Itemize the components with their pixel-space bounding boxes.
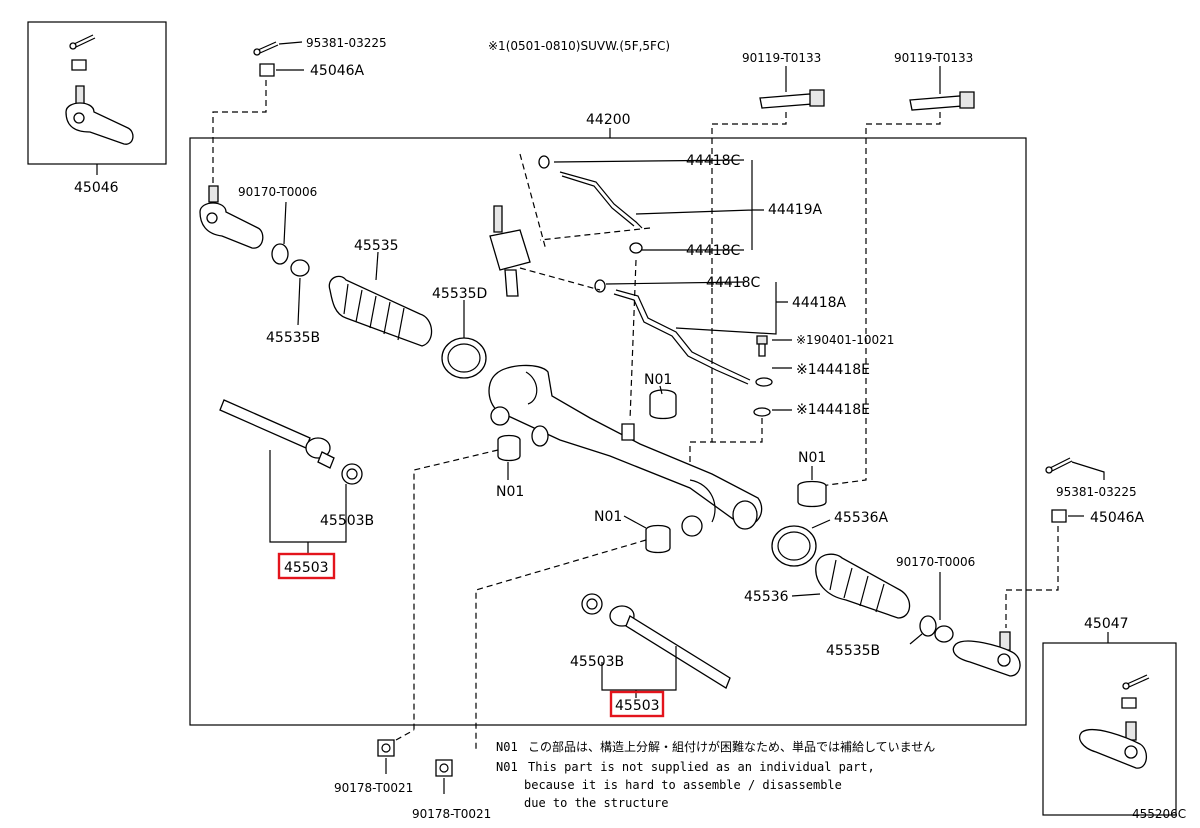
label-45046A-right: 45046A [1090, 510, 1145, 526]
label-45535B-left: 45535B [266, 330, 320, 346]
note-en-line1: This part is not supplied as an individu… [528, 760, 875, 774]
label-44418C-3: 44418C [706, 275, 761, 291]
label-45535B-right: 45535B [826, 643, 880, 659]
cotter-pin-nut-top-left [212, 41, 304, 190]
assembly-frame-44200 [189, 137, 1027, 726]
nuts-90178 [377, 729, 453, 794]
note-en-code: N01 [496, 760, 518, 774]
label-90119-a: 90119-T0133 [742, 51, 821, 65]
label-N01-a: N01 [644, 372, 672, 388]
bushings-N01 [413, 385, 827, 750]
inset-box-45046 [27, 21, 167, 165]
label-45503-right: 45503 [615, 698, 660, 714]
boot-45536-and-band [771, 519, 954, 645]
steering-rack-housing [488, 205, 763, 537]
label-90178-a: 90178-T0021 [334, 781, 413, 795]
label-45535: 45535 [354, 238, 399, 254]
cotter-pin-nut-right [1005, 457, 1105, 628]
label-45046: 45046 [74, 180, 119, 196]
label-44418C-2: 44418C [686, 243, 741, 259]
label-45047: 45047 [1084, 616, 1129, 632]
clip-parts-left [271, 201, 310, 326]
label-90119-b: 90119-T0133 [894, 51, 973, 65]
label-45536: 45536 [744, 589, 789, 605]
bolt-washers-※1 [712, 335, 792, 443]
label-45503-left: 45503 [284, 560, 329, 576]
inner-tie-rod-right [581, 593, 731, 698]
label-90170-left: 90170-T0006 [238, 185, 317, 199]
diagram-code: 455206C [1132, 807, 1186, 821]
label-N01-b: N01 [496, 484, 524, 500]
label-95381-top: 95381-03225 [306, 36, 387, 50]
tie-rod-end-left [199, 185, 264, 249]
label-44200: 44200 [586, 112, 631, 128]
label-95381-right: 95381-03225 [1056, 485, 1137, 499]
note-en-line3: due to the structure [524, 796, 669, 810]
label-44418A: 44418A [792, 295, 847, 311]
label-90401: ※190401-10021 [796, 333, 894, 347]
label-45046A-top: 45046A [310, 63, 365, 79]
label-44418E-2: ※144418E [796, 402, 870, 418]
label-44418E-1: ※144418E [796, 362, 870, 378]
label-90178-b: 90178-T0021 [412, 807, 491, 821]
label-N01-c: N01 [594, 509, 622, 525]
label-45535D: 45535D [432, 286, 487, 302]
leader-lines [96, 128, 1109, 643]
label-45503B-left: 45503B [320, 513, 374, 529]
inner-tie-rod-left [219, 399, 363, 554]
label-45536A: 45536A [834, 510, 889, 526]
tie-rod-end-right [952, 631, 1021, 677]
label-N01-d: N01 [798, 450, 826, 466]
label-44418C-1: 44418C [686, 153, 741, 169]
label-90170-right: 90170-T0006 [896, 555, 975, 569]
pipes-44419A-44418A [519, 153, 788, 421]
highlight-45503-left [277, 552, 336, 580]
tie-rod-end-45046-drawing [65, 34, 134, 145]
label-45503B-right: 45503B [570, 654, 624, 670]
boot-45535 [328, 251, 433, 347]
note-jp-text: この部品は、構造上分解・組付けが困難なため、単品では補給していません [528, 739, 935, 754]
highlight-45503-right [609, 690, 665, 718]
header-note: ※1(0501-0810)SUVW.(5F,5FC) [488, 39, 670, 53]
band-45535D [441, 300, 487, 379]
inset-box-45047 [1042, 642, 1177, 816]
label-44419A: 44419A [768, 202, 823, 218]
tie-rod-end-45047-drawing [1079, 674, 1150, 769]
note-en-line2: because it is hard to assemble / disasse… [524, 778, 842, 792]
note-jp-code: N01 [496, 740, 518, 754]
